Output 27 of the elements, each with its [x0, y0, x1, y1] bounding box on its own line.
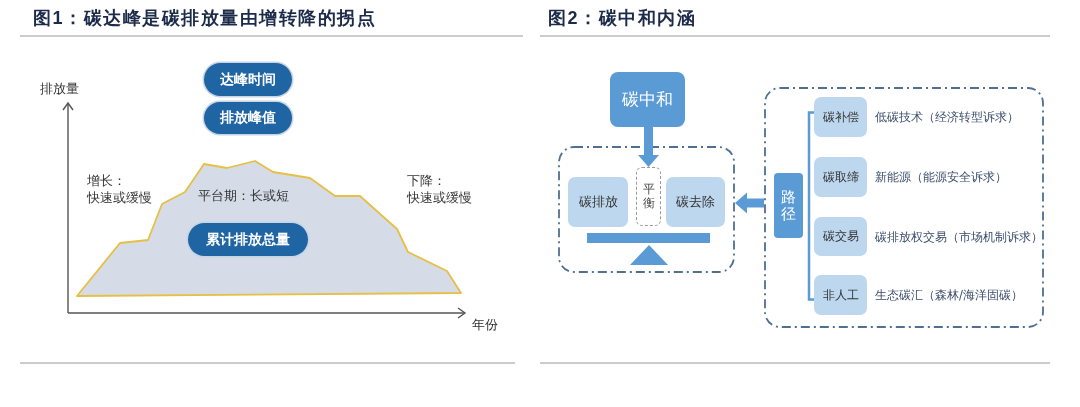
figure-title: 图1：碳达峰是碳排放量由增转降的拐点 [33, 7, 376, 29]
concept-box: 碳中和 [610, 72, 685, 127]
pill-label: 排放峰值 [204, 102, 292, 134]
description-text: 生态碳汇（森林/海洋固碳） [875, 288, 1023, 302]
category-box: 碳补偿 [814, 97, 867, 137]
axis-label: 排放量 [40, 81, 79, 96]
annotation-text: 快速或缓慢 [87, 190, 152, 205]
block-arrow [638, 127, 659, 167]
block-arrow [735, 192, 764, 214]
annotation-text: 增长： [87, 173, 126, 188]
annotation-text: 下降： [407, 173, 446, 188]
dashed-label-box: 平衡 [636, 167, 661, 226]
area-label: 平台期：长或短 [198, 188, 289, 203]
process-box: 碳去除 [666, 177, 725, 227]
category-box: 非人工 [814, 275, 867, 315]
axis-label: 年份 [472, 317, 498, 332]
description-text: 碳排放权交易（市场机制诉求） [875, 229, 1043, 244]
annotation-text: 快速或缓慢 [407, 190, 472, 205]
description-text: 新能源（能源安全诉求） [875, 170, 1007, 184]
category-box: 碳交易 [814, 217, 867, 256]
pill-label: 累计排放总量 [188, 223, 308, 256]
figure-title: 图2：碳中和内涵 [548, 7, 696, 29]
process-box: 碳排放 [568, 177, 628, 227]
category-box: 碳取缔 [814, 157, 867, 197]
description-text: 低碳技术（经济转型诉求） [875, 110, 1019, 124]
pill-label: 达峰时间 [204, 63, 292, 96]
path-label-box: 路径 [774, 173, 803, 238]
